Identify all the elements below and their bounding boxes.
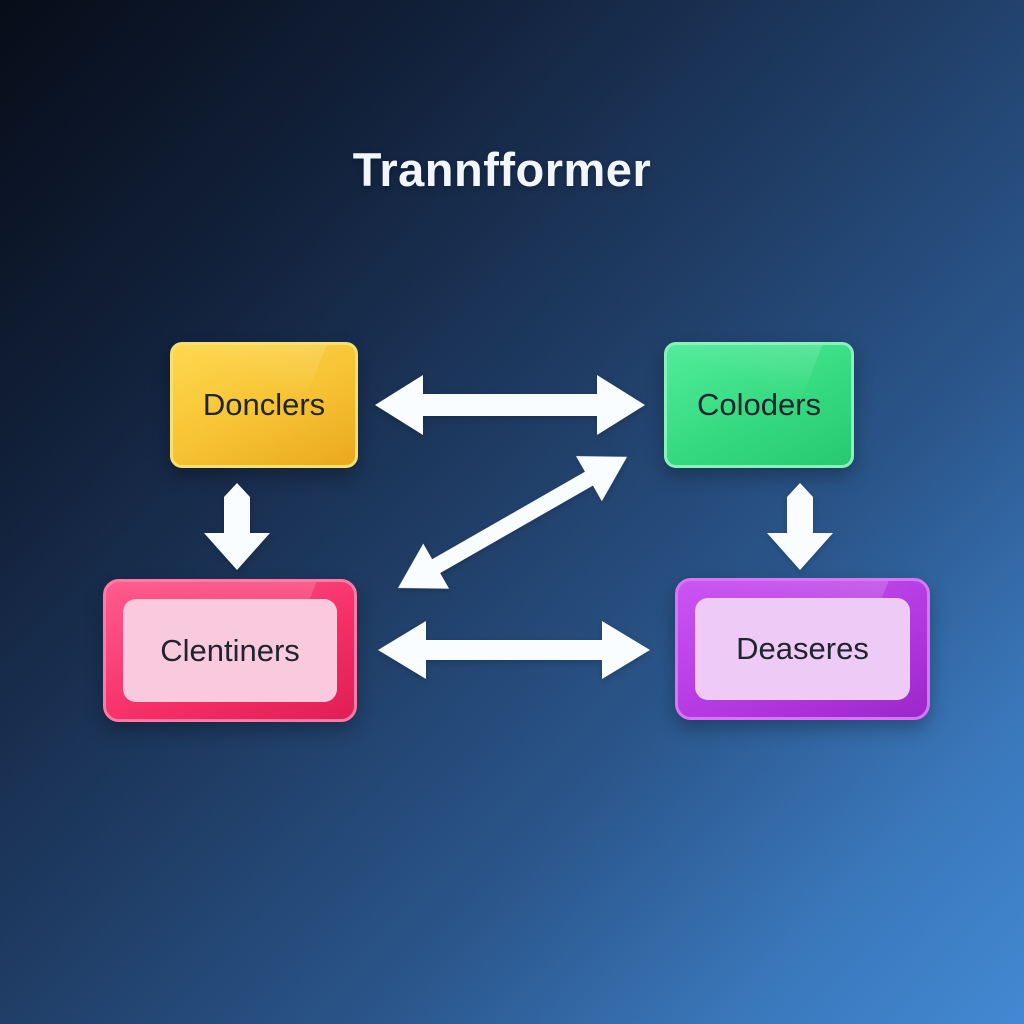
node-label: Coloders [696, 387, 822, 422]
double-arrow-icon-top [375, 375, 645, 435]
node-decoder-purple: Deaseres [675, 578, 930, 720]
down-arrow-icon-left [204, 483, 270, 570]
node-label: Clentiners [160, 632, 300, 668]
node-label: Deaseres [736, 631, 869, 666]
double-arrow-icon-bottom [378, 621, 650, 679]
diagram-title: Trannfformer [352, 143, 652, 196]
node-label: Donclers [202, 387, 326, 422]
node-inner-panel: Clentiners [123, 599, 337, 702]
node-encoder-yellow: Donclers [170, 342, 358, 468]
down-arrow-icon-right [767, 483, 833, 570]
double-arrow-icon-diagonal [398, 456, 628, 589]
node-decoder-pink: Clentiners [103, 579, 357, 722]
node-encoder-green: Coloders [664, 342, 854, 468]
node-inner-panel: Deaseres [695, 598, 910, 700]
